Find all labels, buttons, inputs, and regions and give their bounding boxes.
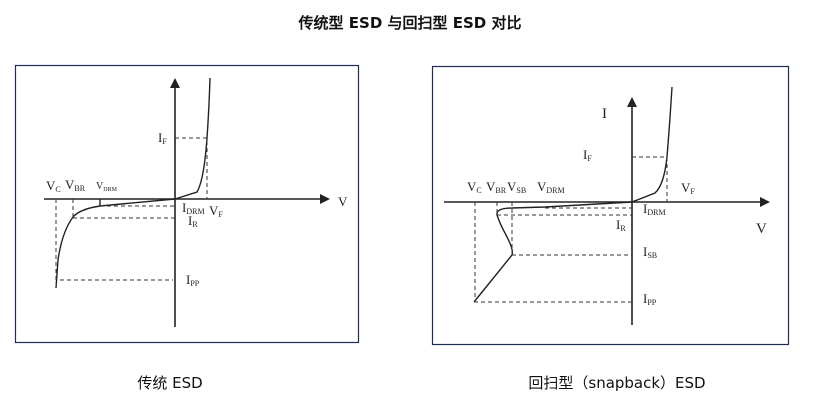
isb-dashed: [511, 202, 632, 256]
ir-dashed: [496, 202, 632, 216]
label-ipp: IPP: [186, 272, 200, 288]
label-vc: VC: [46, 178, 61, 194]
label-vf: VF: [681, 180, 695, 196]
v-axis-label: V: [756, 221, 767, 237]
i-axis-label: I: [602, 106, 607, 122]
label-idrm: IDRM: [643, 201, 666, 217]
page-title: 传统型 ESD 与回扫型 ESD 对比: [298, 14, 522, 32]
forward-curve: [631, 86, 673, 203]
diagram-frame: [14, 64, 360, 344]
diagram-frame: [431, 65, 790, 346]
label-ipp: IPP: [643, 291, 657, 307]
traditional-esd-diagram: V IF VC VBR VDRM IDRM VF IR IPP: [14, 64, 360, 344]
label-isb: ISB: [643, 244, 657, 260]
label-ir: IR: [188, 213, 198, 229]
label-vbr: VBR: [486, 179, 507, 195]
label-vdrm: VDRM: [537, 179, 565, 195]
label-vsb: VSB: [507, 179, 526, 195]
caption-snapback: 回扫型（snapback）ESD: [528, 374, 706, 392]
ipp-dashed: [55, 199, 173, 288]
ir-dashed: [72, 199, 175, 219]
label-ir: IR: [616, 217, 626, 233]
label-if: IF: [158, 130, 167, 146]
label-vdrm: VDRM: [96, 181, 118, 193]
if-dashed: [175, 137, 208, 199]
label-vbr: VBR: [65, 177, 86, 193]
label-vf: VF: [209, 203, 223, 219]
snapback-esd-diagram: I V IF VF VC VBR VSB VDRM IDRM IR ISB IP…: [431, 65, 790, 346]
reverse-curve: [55, 198, 176, 289]
snapback-curve: [473, 201, 633, 303]
if-dashed: [632, 156, 668, 202]
label-if: IF: [583, 147, 592, 163]
caption-traditional: 传统 ESD: [137, 374, 203, 392]
label-vc: VC: [467, 179, 482, 195]
label-idrm: IDRM: [182, 200, 205, 216]
ipp-dashed: [474, 202, 632, 303]
v-axis-label: V: [338, 194, 348, 209]
